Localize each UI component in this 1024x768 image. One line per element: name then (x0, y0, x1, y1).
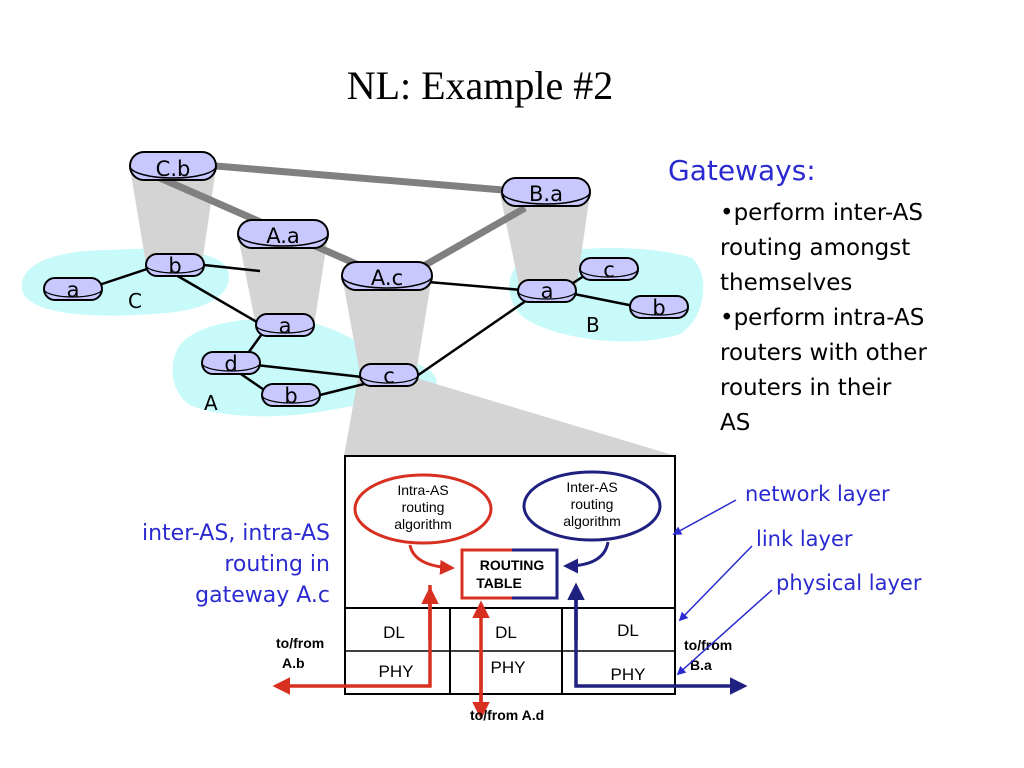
intra-line-3: algorithm (394, 516, 452, 532)
intra-to-table-arrow (408, 544, 455, 575)
gateways-bullet-1: •perform inter-AS routing amongst themse… (720, 200, 923, 296)
router-a-c[interactable]: c (359, 363, 419, 388)
network-layer-label: network layer (745, 482, 890, 506)
router-a-d[interactable]: d (201, 351, 261, 376)
link-layer-label: link layer (756, 527, 853, 551)
to-from-ab-line-1: to/from (276, 635, 324, 651)
slide-title: NL: Example #2 (346, 63, 614, 108)
physical-layer-label: physical layer (776, 571, 922, 595)
tube-aa (238, 236, 328, 326)
router-ac[interactable]: A.c (341, 261, 433, 291)
intra-line-2: routing (402, 499, 445, 515)
router-c-a[interactable]: a (43, 277, 103, 302)
router-b-b-label: b (652, 296, 665, 320)
router-aa[interactable]: A.a (237, 219, 329, 249)
inter-as-algorithm (522, 470, 662, 542)
router-a-c-label: c (383, 364, 395, 388)
router-c-a-label: a (67, 278, 80, 302)
gateway-box: Intra-AS routing algorithm Inter-AS rout… (344, 455, 676, 695)
as-a-label: A (204, 391, 218, 415)
link-c-b-a-a (175, 273, 263, 327)
link-a-b-c (315, 382, 365, 398)
dl-right: DL (617, 621, 639, 640)
intra-as-algorithm (353, 473, 493, 545)
gateways-heading: Gateways: (668, 154, 816, 187)
inter-as-links (158, 162, 527, 274)
routing-table-line-1: ROUTING (480, 557, 545, 573)
router-c-b[interactable]: b (145, 253, 205, 278)
link-ac-ba (418, 204, 527, 272)
physical-layer-pointer (676, 589, 773, 676)
dl-left: DL (383, 623, 405, 642)
inter-line-3: algorithm (563, 513, 621, 529)
inter-line-1: Inter-AS (566, 479, 617, 495)
router-a-a[interactable]: a (255, 313, 315, 338)
tube-ac (342, 276, 432, 374)
to-from-ba-line-1: to/from (684, 637, 732, 653)
intra-line-1: Intra-AS (397, 482, 448, 498)
router-b-a[interactable]: a (517, 279, 577, 303)
router-a-b-label: b (284, 384, 297, 408)
tube-ba (500, 194, 590, 290)
zoom-funnel (344, 378, 676, 456)
to-from-ab-line-2: A.b (282, 655, 305, 671)
gateway-caption: inter-AS, intra-AS routing in gateway A.… (142, 521, 330, 608)
router-ac-label: A.c (371, 266, 403, 290)
router-cb[interactable]: C.b (129, 151, 217, 181)
phy-right: PHY (611, 665, 646, 684)
network-layer-pointer (672, 499, 737, 535)
router-b-c[interactable]: c (579, 257, 639, 282)
layer-pointers (672, 499, 773, 676)
router-a-a-label: a (279, 314, 292, 338)
dl-middle: DL (495, 623, 517, 642)
link-b-a-b (573, 292, 635, 308)
router-c-b-label: b (168, 254, 181, 278)
link-ac-b-a (427, 280, 523, 292)
inter-line-2: routing (571, 496, 614, 512)
link-c-b-ac (203, 263, 261, 273)
link-a-d-c (255, 363, 363, 379)
gateways-bullet-2: •perform intra-AS routers with other rou… (720, 305, 927, 436)
router-a-d-label: d (224, 352, 237, 376)
link-layer-pointer (678, 545, 753, 622)
routing-table-line-2: TABLE (476, 575, 522, 591)
to-from-ad: to/from A.d (470, 707, 544, 723)
phy-left: PHY (379, 662, 414, 681)
phy-middle: PHY (491, 658, 526, 677)
router-aa-label: A.a (266, 224, 300, 248)
gateway-arrows (272, 541, 748, 720)
gateways-bullets: •perform inter-AS routing amongst themse… (720, 196, 1020, 441)
router-cb-label: C.b (156, 157, 191, 181)
router-a-b[interactable]: b (261, 383, 321, 408)
inter-to-table-arrow (563, 541, 610, 574)
link-c-a-b (95, 266, 151, 288)
router-b-c-label: c (603, 258, 615, 282)
as-b-label: B (586, 313, 600, 337)
router-b-b[interactable]: b (629, 295, 689, 320)
router-b-a-label: a (541, 279, 554, 303)
link-cb-ba (215, 162, 504, 194)
link-b-a-a-c (413, 296, 531, 380)
to-from-ba-line-2: B.a (690, 657, 712, 673)
router-ba-label: B.a (529, 182, 563, 206)
as-c-label: C (128, 289, 142, 313)
router-ba[interactable]: B.a (501, 177, 591, 207)
